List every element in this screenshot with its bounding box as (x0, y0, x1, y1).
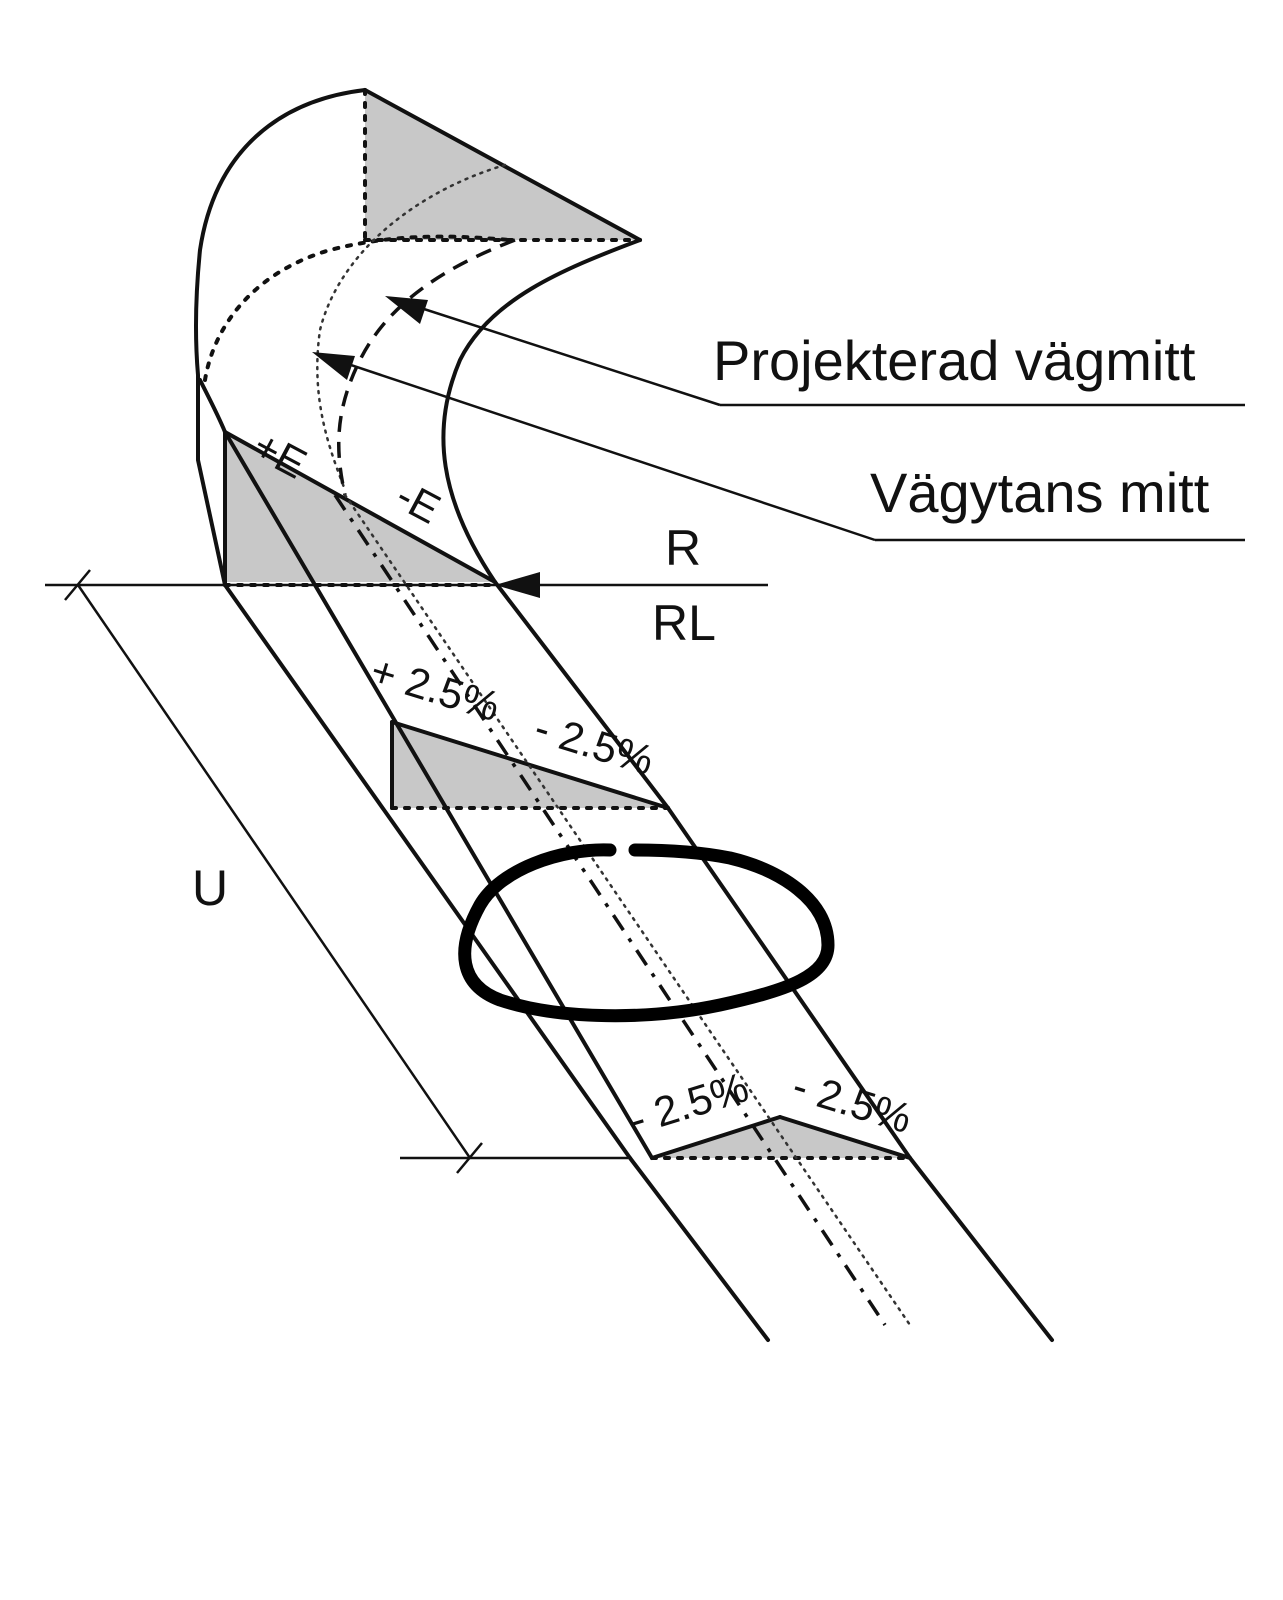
r-arrowhead (495, 572, 540, 598)
curve-dotted-guide (203, 234, 512, 382)
slope-plus-left-label: + 2.5% (365, 647, 505, 731)
left-outer-edge (223, 583, 632, 1160)
curve-fine-dotted-center (316, 163, 507, 492)
inner-curve-edge (441, 238, 642, 584)
surface-center-leader (317, 352, 876, 542)
straight-right-slope (778, 1115, 912, 1160)
curve-dashed-projected-center (337, 238, 516, 496)
left-inner-edge (223, 430, 654, 1160)
projected-center-arrowhead (385, 296, 428, 324)
right-edge-upper (493, 580, 670, 810)
surface-center-label: Vägytans mitt (870, 461, 1210, 524)
circle-annotation (458, 843, 835, 1023)
rl-label: RL (652, 595, 716, 651)
u-dimension-line (76, 584, 472, 1159)
outer-curve-edge (193, 88, 367, 587)
minus-e-label: -E (389, 471, 448, 532)
surface-center-dotted (343, 493, 912, 1327)
straight-left-slope (650, 1115, 782, 1160)
curve-start-left (198, 378, 227, 434)
curve-section-slope (223, 430, 497, 584)
projected-center-dashdot (333, 494, 887, 1326)
projected-center-label: Projekterad vägmitt (713, 329, 1196, 392)
surface-center-arrowhead (312, 352, 355, 380)
u-label: U (192, 860, 228, 916)
right-edge-end (908, 1156, 1054, 1342)
u-tick-top (64, 569, 91, 601)
r-label: R (665, 520, 701, 576)
u-tick-bottom (456, 1142, 483, 1174)
left-outer-edge-lower (628, 1156, 770, 1342)
projected-center-leader (389, 296, 721, 407)
